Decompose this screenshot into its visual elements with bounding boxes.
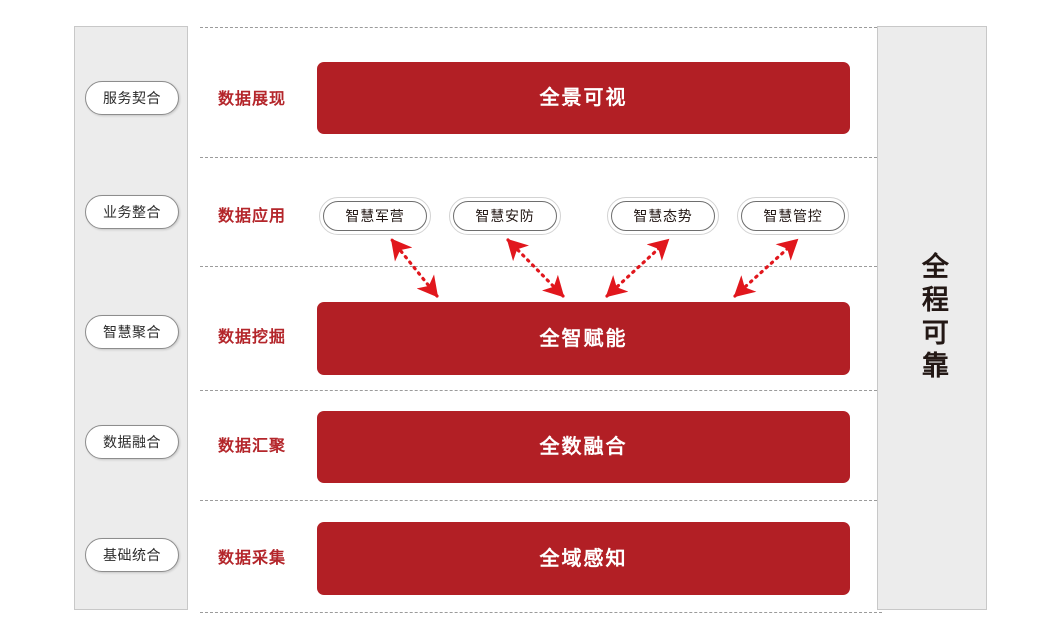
divider-mining-aggregation — [200, 390, 882, 391]
bar-full-data-fusion[interactable]: 全数融合 — [317, 411, 850, 483]
app-pill-smart-control[interactable]: 智慧管控 — [737, 197, 849, 235]
reliability-label-wrap: 全程可靠 — [878, 27, 986, 609]
divider-display-application — [200, 157, 882, 158]
row-label-data-application: 数据应用 — [218, 208, 287, 225]
app-pill-inner-ring — [611, 201, 715, 231]
bar-label: 全域感知 — [539, 547, 628, 570]
app-pill-smart-barracks[interactable]: 智慧军营 — [319, 197, 431, 235]
app-pill-label: 智慧管控 — [763, 208, 823, 224]
bar-label: 全景可视 — [539, 87, 628, 109]
connector-situation — [605, 238, 670, 298]
app-pill-inner-ring — [453, 201, 557, 231]
app-pill-label: 智慧态势 — [633, 208, 693, 224]
bar-full-domain-perception[interactable]: 全域感知 — [317, 522, 850, 595]
connector-security — [506, 238, 565, 298]
bar-label: 全智赋能 — [539, 327, 628, 350]
row-label-data-presentation: 数据展现 — [218, 91, 287, 108]
divider-bottom — [200, 612, 882, 613]
bar-panoramic-visibility[interactable]: 全景可视 — [317, 62, 850, 134]
app-pill-smart-situation[interactable]: 智慧态势 — [607, 197, 719, 235]
stage-pill-label: 智慧聚合 — [103, 324, 161, 340]
stage-pill-label: 基础统合 — [103, 547, 161, 563]
stage-pill-infrastructure-unification[interactable]: 基础统合 — [85, 538, 179, 572]
stage-pill-business-integration[interactable]: 业务整合 — [85, 195, 179, 229]
stage-pill-label: 业务整合 — [103, 204, 161, 220]
app-pill-label: 智慧军营 — [345, 208, 405, 224]
bar-label: 全数融合 — [539, 436, 628, 458]
stage-pill-data-fusion[interactable]: 数据融合 — [85, 425, 179, 459]
app-pill-label: 智慧安防 — [475, 208, 535, 224]
row-label-data-collection: 数据采集 — [218, 550, 287, 567]
stage-pill-intelligence-convergence[interactable]: 智慧聚合 — [85, 315, 179, 349]
reliability-panel: 全程可靠 — [877, 26, 987, 610]
app-pill-inner-ring — [741, 201, 845, 231]
divider-top — [200, 27, 882, 28]
connector-control — [733, 238, 799, 298]
row-label-data-mining: 数据挖掘 — [218, 329, 287, 346]
row-label-data-aggregation: 数据汇聚 — [218, 438, 287, 455]
app-pill-smart-security[interactable]: 智慧安防 — [449, 197, 561, 235]
divider-application-mining — [200, 266, 882, 267]
app-pill-inner-ring — [323, 201, 427, 231]
bar-full-intelligence-empowerment[interactable]: 全智赋能 — [317, 302, 850, 375]
capability-stage-panel: 服务契合 业务整合 智慧聚合 数据融合 基础统合 — [74, 26, 188, 610]
connector-military-camp — [390, 238, 439, 298]
stage-pill-service-fit[interactable]: 服务契合 — [85, 81, 179, 115]
divider-aggregation-collection — [200, 500, 882, 501]
stage-pill-label: 数据融合 — [103, 434, 161, 450]
stage-pill-label: 服务契合 — [103, 90, 161, 106]
reliability-label: 全程可靠 — [917, 252, 948, 384]
